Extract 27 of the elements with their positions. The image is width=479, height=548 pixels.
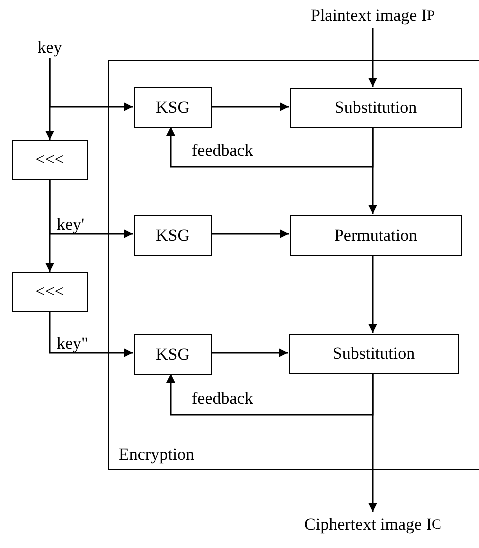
arrow [166,373,374,416]
edge-label: feedback [192,390,254,407]
arrow [166,127,374,168]
arrow [46,58,54,140]
edge-label: key' [57,216,85,233]
edge-label: feedback [192,142,254,159]
process-box: KSG [134,334,212,375]
frame-title: Encryption [119,445,195,465]
arrow [211,230,289,238]
arrow [368,28,378,87]
process-box: KSG [134,215,212,256]
arrow [368,373,378,512]
arrow [46,180,54,272]
process-box: <<< [12,272,88,312]
process-box: KSG [134,87,212,128]
encryption-frame [108,60,479,470]
edge-label: key" [57,335,88,352]
process-box: <<< [12,140,88,180]
process-box: Substitution [289,334,459,374]
arrow [211,348,288,358]
process-box: Substitution [290,88,462,128]
arrow [368,255,378,333]
process-box: Permutation [290,215,462,256]
arrow [49,312,133,358]
arrow [211,102,289,112]
arrow [368,127,378,214]
io-label: key [32,38,68,58]
